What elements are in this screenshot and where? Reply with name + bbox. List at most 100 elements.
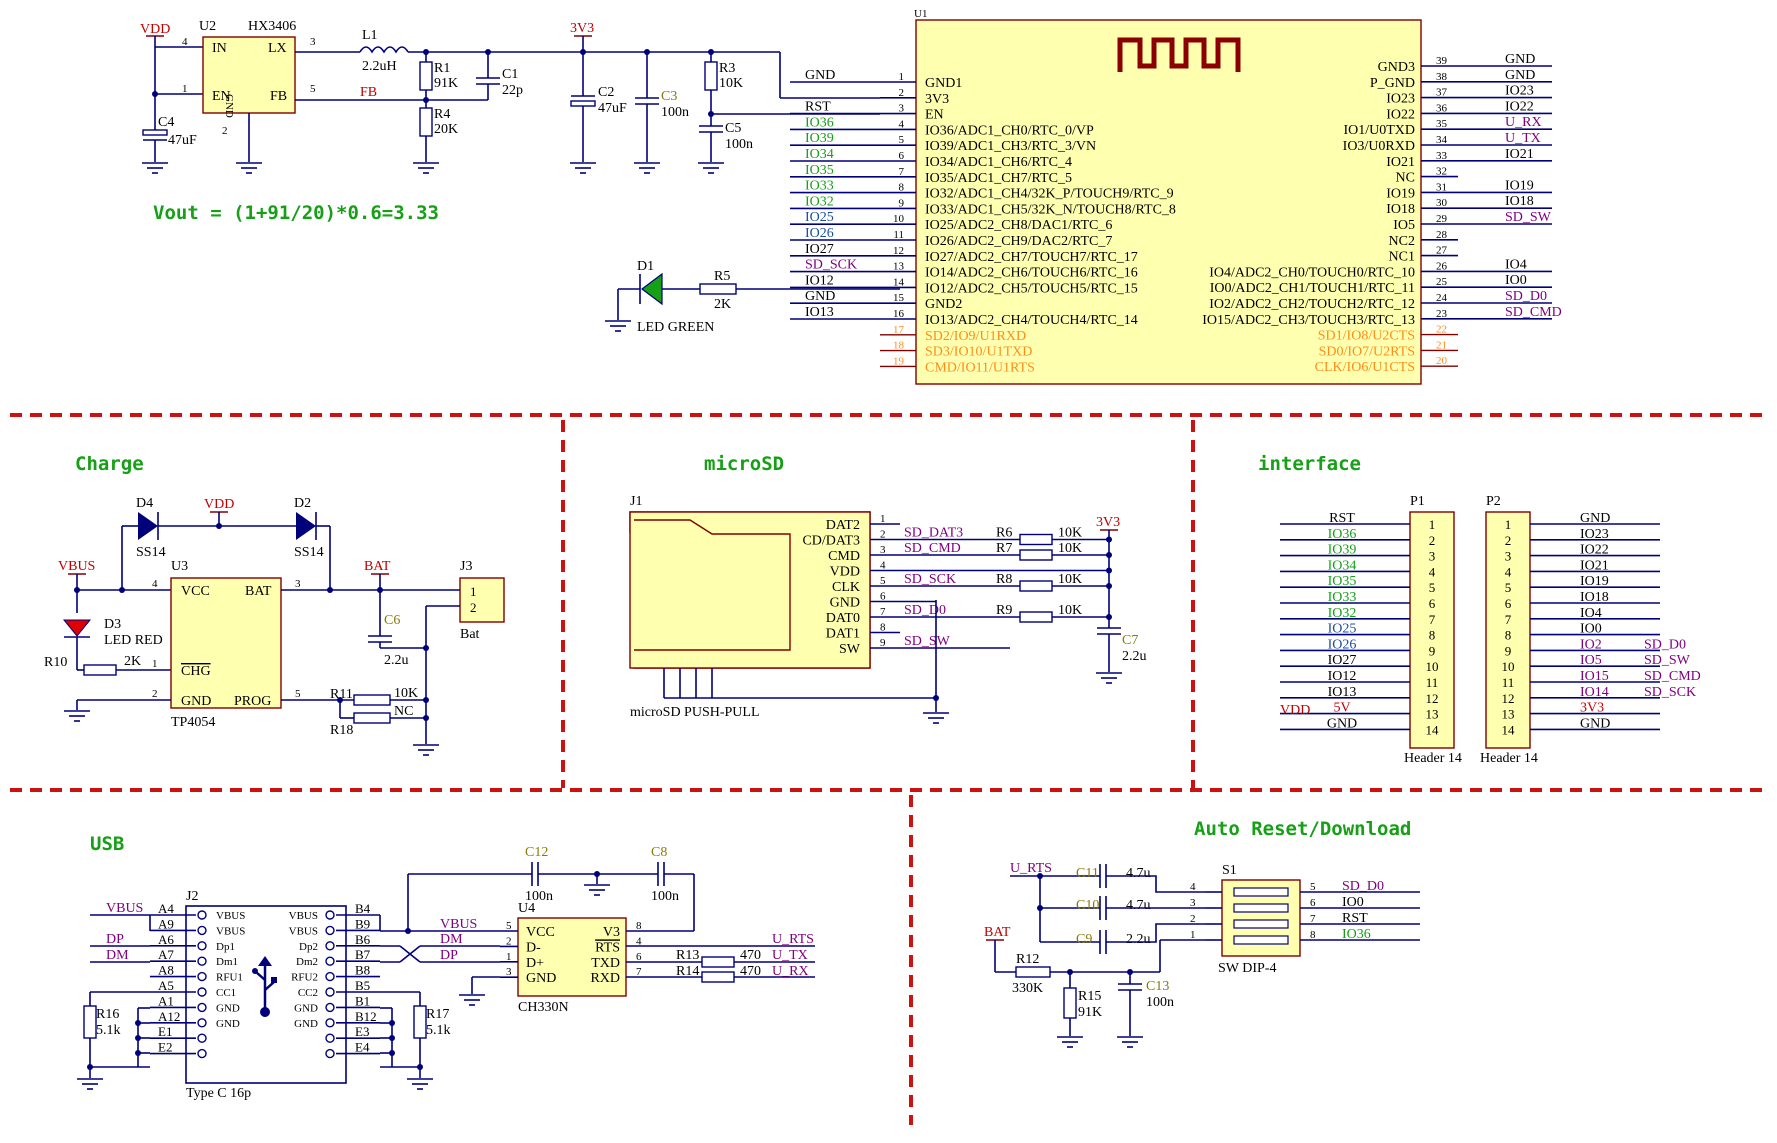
u3-body (170, 577, 282, 709)
u3-pin-vcc: VCC (181, 584, 210, 599)
u4-value: CH330N (518, 1000, 569, 1015)
d3-value: LED RED (104, 633, 163, 648)
u2-pin-lx: LX (268, 41, 287, 56)
u1-pin-name: P_GND (1370, 76, 1415, 91)
u1-pin-number: 19 (893, 355, 905, 367)
u1-net-label: U_TX (1505, 131, 1541, 146)
sd-net-label: SD_SCK (904, 572, 956, 587)
s1-switch-lever (1233, 887, 1289, 897)
u4-pin-number: 2 (506, 935, 512, 947)
j2-pin-ring (197, 910, 207, 920)
s1-net-label: SD_D0 (1342, 879, 1384, 894)
u1-pin-number: 31 (1436, 181, 1447, 193)
u1-pin-name: IO4/ADC2_CH0/TOUCH0/RTC_10 (1209, 265, 1415, 280)
u3-pin3: 3 (295, 578, 301, 590)
u1-net-label: IO39 (805, 131, 834, 146)
j2-pin-number: A9 (158, 916, 174, 931)
u1-pin-name: IO23 (1386, 92, 1415, 107)
r12-ref: R12 (1016, 952, 1039, 967)
sd-pin-number: 4 (880, 560, 886, 572)
sd-net-label: SD_DAT3 (904, 526, 963, 541)
u1-pin-name: NC2 (1389, 234, 1415, 249)
sd-pin-name: DAT0 (826, 611, 860, 626)
p1-pin-number: 3 (1429, 549, 1436, 564)
d4-value: SS14 (136, 545, 166, 560)
p1-pin-number: 9 (1429, 643, 1436, 658)
u4-pin-number: 7 (636, 966, 642, 978)
sd-pin-number: 7 (880, 606, 886, 618)
u4-pin-number: 4 (636, 935, 642, 947)
junction (423, 645, 429, 651)
r5-resistor (699, 283, 737, 295)
junction (1037, 905, 1043, 911)
u2-pin2: 2 (222, 125, 228, 137)
u1-pin-name: IO35/ADC1_CH7/RTC_5 (925, 171, 1072, 186)
j2-pin-name: GND (294, 1018, 318, 1030)
r11-resistor (353, 694, 391, 706)
u1-net-label: GND (805, 289, 835, 304)
u1-pin-number: 15 (893, 292, 905, 304)
c2-plate2 (570, 100, 596, 107)
c10-value: 4.7u (1126, 898, 1151, 913)
p1-pin-number: 2 (1429, 533, 1436, 548)
u1-pin-number: 36 (1436, 102, 1448, 114)
c10-ref: C10 (1076, 898, 1099, 913)
sd-pullup-resistor (1019, 549, 1053, 561)
u1-net-label: IO32 (805, 194, 834, 209)
p2-pin-number: 9 (1505, 643, 1512, 658)
p2-net-label: IO19 (1580, 574, 1609, 589)
u4-pin-name: D+ (526, 956, 544, 971)
r14-resistor (701, 971, 735, 983)
u1-pin-name: IO19 (1386, 186, 1415, 201)
d4-diode (138, 512, 158, 540)
j2-pin-name: Dp1 (216, 941, 235, 953)
u1-pin-number: 6 (899, 150, 905, 162)
r17-ref: R17 (426, 1007, 449, 1022)
u1-pin-name: IO5 (1393, 218, 1415, 233)
u4-pin-number: 5 (506, 920, 512, 932)
j2-pin-ring (325, 1018, 335, 1028)
u4-pin-name: RTS (595, 940, 620, 955)
sd-resistor-value: 10K (1058, 572, 1082, 587)
ground-symbol (142, 162, 168, 174)
u4-pin-name: V3 (603, 925, 620, 940)
p1-pin-number: 8 (1429, 628, 1436, 643)
u3-pin-chg: CHG (181, 664, 211, 679)
sd-resistor-value: 10K (1058, 526, 1082, 541)
r5-ref: R5 (714, 269, 730, 284)
p2-net-label: IO18 (1580, 590, 1609, 605)
u4-pin-number: 3 (506, 966, 512, 978)
p2-value: Header 14 (1480, 751, 1538, 766)
p2-net-label: IO2 (1580, 637, 1602, 652)
sd-pin-name: CMD (828, 549, 860, 564)
r4-resistor (419, 107, 433, 137)
r3-ref: R3 (719, 61, 735, 76)
p1-pin-number: 13 (1426, 707, 1439, 722)
usb-cross-2 (399, 945, 421, 963)
u1-net-label: IO18 (1505, 194, 1534, 209)
j3-value: Bat (460, 627, 480, 642)
c6-ref: C6 (384, 613, 400, 628)
ground-symbol (584, 884, 610, 896)
u1-pin-name: IO33/ADC1_CH5/32K_N/TOUCH8/RTC_8 (925, 202, 1176, 217)
usb-icon (252, 956, 277, 1017)
c7-value: 2.2u (1122, 649, 1147, 664)
u1-pin-name: IO27/ADC2_CH7/TOUCH7/RTC_17 (925, 250, 1138, 265)
j2-pin-number: B4 (355, 901, 371, 916)
r4-value: 20K (434, 122, 458, 137)
u3-pin5: 5 (295, 688, 301, 700)
u4-rts-net: U_RTS (772, 932, 814, 947)
ground-symbol (698, 162, 724, 174)
s1-net-label: RST (1342, 911, 1368, 926)
j2-pin-name: RFU1 (216, 972, 243, 984)
u1-pin-name: EN (925, 108, 944, 123)
u1-net-label: IO4 (1505, 257, 1527, 272)
j3-body (459, 577, 505, 623)
u1-pin-number: 18 (893, 340, 905, 352)
c11-to-s1 (1106, 875, 1206, 893)
u1-net-label: IO0 (1505, 273, 1527, 288)
j2-pin-name: VBUS (289, 910, 318, 922)
